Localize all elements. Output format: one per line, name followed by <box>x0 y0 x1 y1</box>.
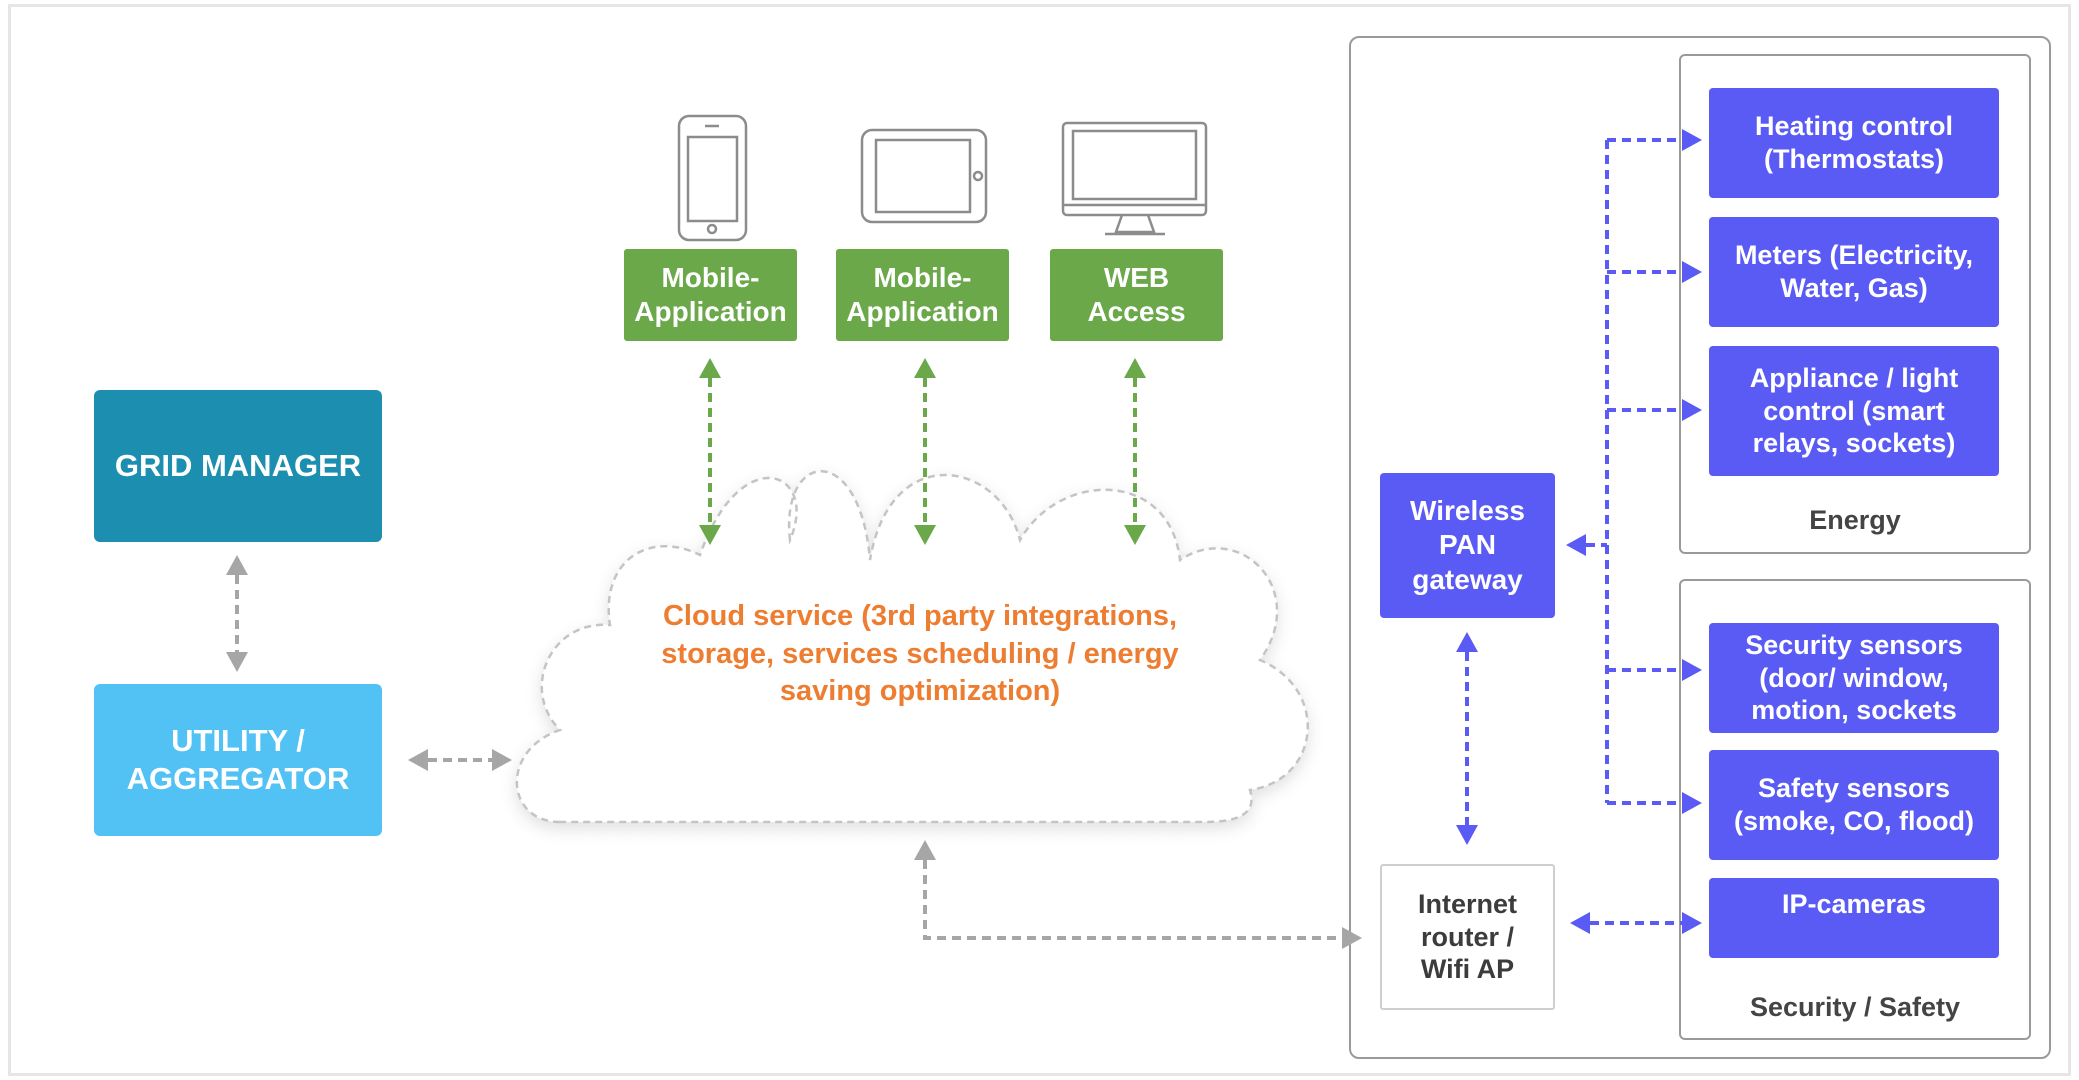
tablet-icon <box>860 128 988 224</box>
security-sensors-box: Security sensors (door/ window, motion, … <box>1709 623 1999 733</box>
security-safety-group <box>1679 579 2031 1040</box>
green-arrowheads <box>699 358 1146 545</box>
heating-control-box: Heating control (Thermostats) <box>1709 88 1999 198</box>
safety-sensors-box: Safety sensors (smoke, CO, flood) <box>1709 750 1999 860</box>
utility-aggregator-box: UTILITY / AGGREGATOR <box>94 684 382 836</box>
home-network-container <box>1349 36 2051 1059</box>
ip-cameras-box: IP-cameras <box>1709 878 1999 958</box>
grid-manager-box: GRID MANAGER <box>94 390 382 542</box>
gray-connectors <box>235 575 1340 940</box>
appliance-light-control-box: Appliance / light control (smart relays,… <box>1709 346 1999 476</box>
energy-group-label: Energy <box>1809 505 1901 535</box>
meters-box: Meters (Electricity, Water, Gas) <box>1709 217 1999 327</box>
mobile-application-box-2: Mobile- Application <box>836 249 1009 341</box>
energy-group <box>1679 54 2031 554</box>
blue-connectors <box>1465 138 1682 925</box>
wireless-pan-gateway-box: Wireless PAN gateway <box>1380 473 1555 618</box>
monitor-icon <box>1061 121 1208 236</box>
web-access-box: WEB Access <box>1050 249 1223 341</box>
security-safety-group-label: Security / Safety <box>1749 992 1961 1022</box>
mobile-application-box-1: Mobile- Application <box>624 249 797 341</box>
diagram-frame <box>8 4 2071 1076</box>
cloud-shape <box>515 470 1309 824</box>
cloud-service-label: Cloud service (3rd party integrations, s… <box>661 600 1179 708</box>
blue-arrowheads <box>1456 129 1702 934</box>
gray-arrowheads <box>226 555 1362 949</box>
smartphone-icon <box>677 114 748 242</box>
internet-router-box: Internet router / Wifi AP <box>1380 864 1555 1010</box>
green-connectors <box>708 378 1137 525</box>
